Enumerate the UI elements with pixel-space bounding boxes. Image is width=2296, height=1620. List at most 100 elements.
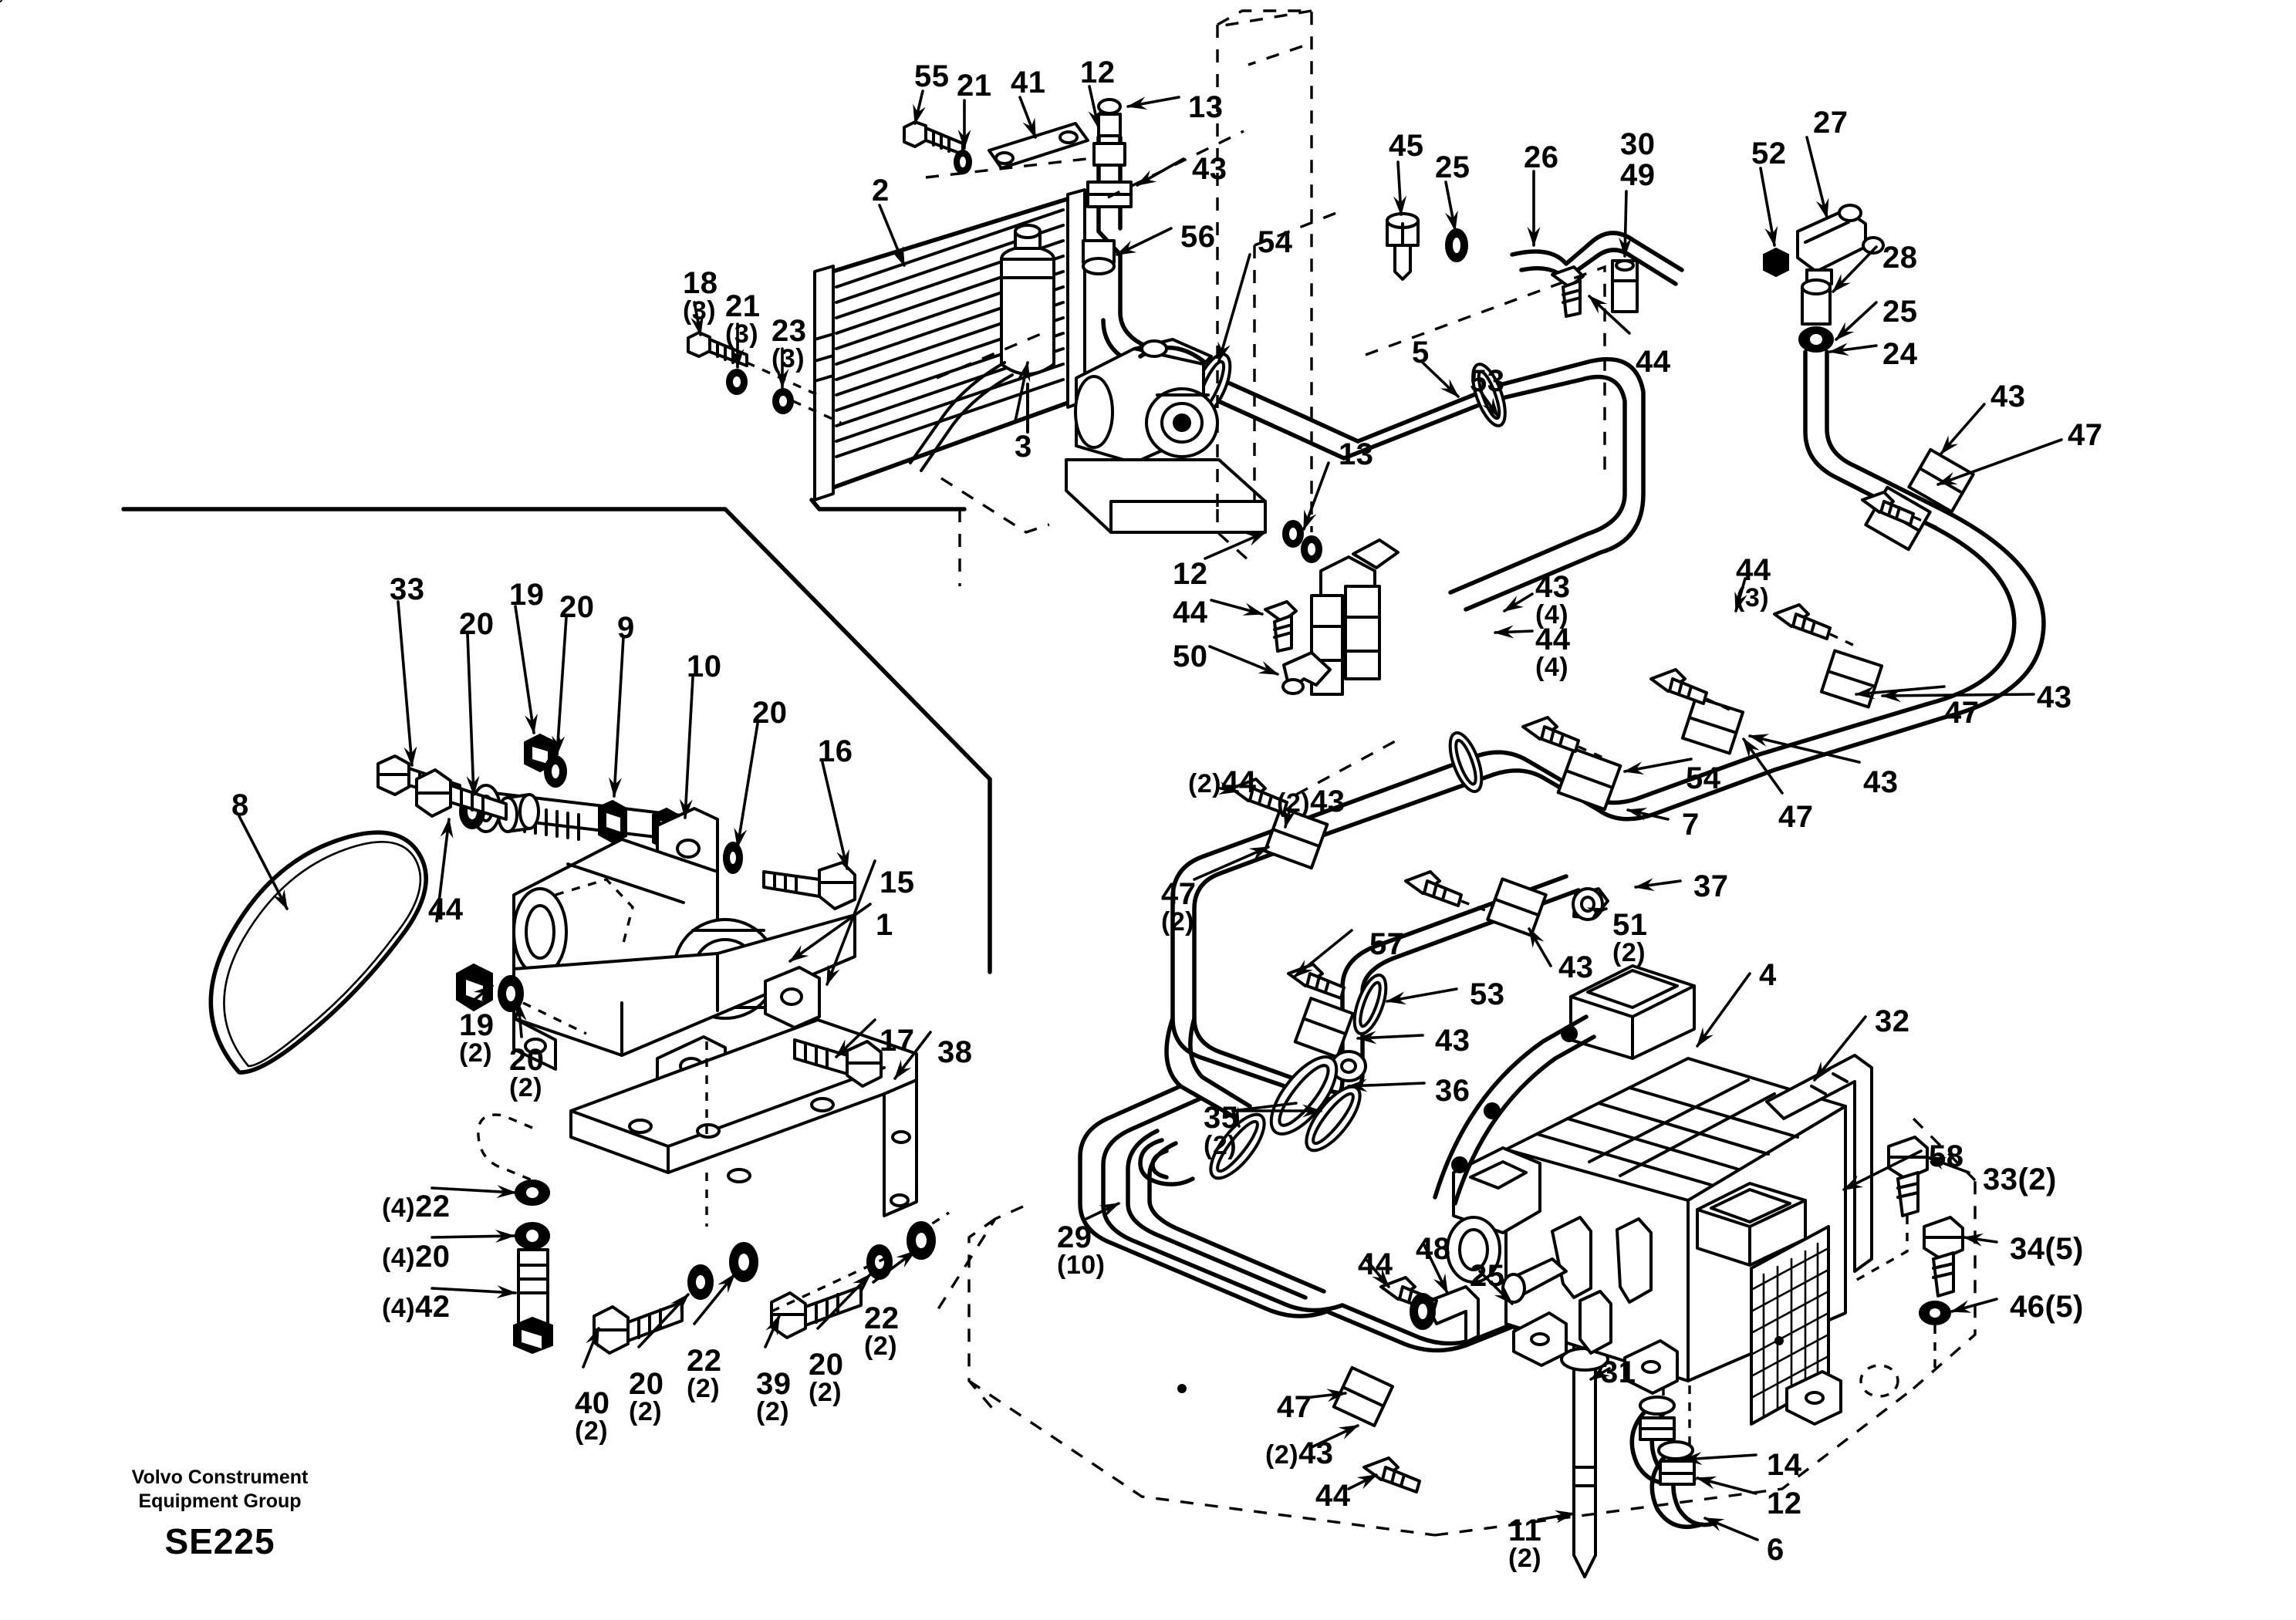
callout-quantity: (2) [1612, 938, 1646, 968]
callout-number: 43 [1863, 765, 1899, 799]
callout-1: 1 [876, 910, 893, 940]
callout-quantity: (2) [864, 1331, 898, 1362]
callout-number: 50 [1173, 640, 1208, 673]
callout-44: 44 [1173, 597, 1208, 628]
callout-number: 41 [1011, 66, 1046, 100]
callout-number: 3 [1015, 430, 1032, 464]
callout-44: (2)44 [1188, 767, 1257, 798]
callout-47: 47 [1944, 696, 1980, 730]
callout-prefix: (4) [382, 1193, 416, 1223]
callout-number: 48 [1416, 1232, 1451, 1266]
callout-54: 54 [1258, 227, 1293, 258]
callout-number: 43 [1558, 950, 1594, 984]
callout-22: 22(2) [864, 1301, 900, 1362]
callout-number: 28 [1882, 241, 1918, 275]
callout-number: 47 [1944, 696, 1980, 730]
callout-number: 9 [617, 611, 635, 645]
callout-number: 51 [1612, 908, 1648, 942]
callout-number: 20 [509, 1043, 545, 1077]
callout-number: 22 [864, 1301, 900, 1335]
callout-prefix: (2) [1265, 1440, 1299, 1470]
callout-number: 35 [1204, 1101, 1239, 1135]
callout-quantity: (3) [772, 344, 805, 374]
callout-44: 44 [1636, 346, 1671, 377]
callout-number: 43 [2037, 680, 2072, 714]
callout-quantity: (3) [683, 296, 717, 326]
callout-quantity: (2) [459, 1038, 493, 1068]
callout-number: 11 [1508, 1514, 1542, 1547]
callout-number: 38 [937, 1035, 973, 1069]
callout-13: 13 [1188, 92, 1224, 123]
callout-number: 32 [1875, 1004, 1910, 1038]
callout-13: 13 [1339, 439, 1374, 470]
callout-12: 12 [1173, 559, 1208, 589]
callout-prefix: (4) [382, 1294, 416, 1323]
callout-21: 21 [957, 70, 992, 101]
callout-number: 54 [1686, 761, 1721, 795]
callout-number: 20 [459, 607, 495, 641]
compressor-mount-assembly [0, 0, 950, 1355]
callout-number: 24 [1882, 337, 1918, 371]
callout-quantity: (2) [629, 1397, 663, 1427]
callout-43: 43 [1558, 950, 1594, 984]
callout-58: 58 [1929, 1141, 1964, 1172]
callout-quantity: (3) [725, 319, 759, 349]
callout-number: 5 [1412, 336, 1430, 370]
callout-number: 44 [1736, 553, 1771, 587]
callout-50: 50 [1173, 640, 1208, 673]
callout-44: 44 [1358, 1249, 1393, 1280]
callout-number: 7 [1682, 808, 1700, 842]
evaporator-unit [1410, 964, 1964, 1426]
callout-number: 34(5) [2010, 1232, 2084, 1266]
callout-number: 21 [725, 289, 761, 323]
callout-quantity: (2) [1161, 907, 1195, 937]
callout-number: 47 [1778, 800, 1814, 834]
callout-number: 1 [876, 908, 893, 942]
callout-number: 44 [428, 893, 464, 926]
callout-20: 20(2) [809, 1349, 844, 1406]
callout-7: 7 [1682, 808, 1700, 842]
callout-number: 33(2) [1983, 1163, 2057, 1196]
callout-4: 4 [1759, 960, 1777, 991]
callout-39: 39(2) [756, 1369, 792, 1426]
callout-20: 20(2) [629, 1369, 664, 1426]
callout-36: 36 [1435, 1075, 1470, 1106]
callout-57: 57 [1369, 927, 1405, 961]
callout-number: 56 [1180, 220, 1216, 254]
drawing-code: SE225 [164, 1521, 275, 1561]
callout-number: 40 [575, 1386, 610, 1420]
callout-345: 34(5) [2010, 1234, 2084, 1264]
callout-48: 48 [1416, 1234, 1451, 1264]
callout-number: 20 [629, 1367, 664, 1401]
callout-5: 5 [1412, 336, 1430, 370]
callout-28: 28 [1882, 241, 1918, 275]
callout-55: 55 [914, 61, 950, 92]
callout-number: 43 [1535, 570, 1571, 604]
callout-number: 20 [559, 590, 595, 624]
callout-number: 43 [1310, 785, 1346, 818]
callout-number: 12 [1173, 557, 1208, 591]
callout-43: 43 [1192, 154, 1227, 184]
callout-number: 29 [1057, 1220, 1092, 1254]
callout-number: 44 [1535, 623, 1571, 656]
callout-45: 45 [1389, 130, 1424, 161]
callout-prefix: (2) [1277, 788, 1311, 818]
callout-11: 11(2) [1508, 1514, 1542, 1572]
callout-2: 2 [872, 175, 890, 206]
callout-42: (4)42 [382, 1291, 451, 1323]
callout-number: 47 [1277, 1390, 1312, 1424]
callout-number: 57 [1369, 927, 1405, 961]
callout-332: 33(2) [1983, 1163, 2057, 1196]
callout-43: 43 [1990, 381, 2026, 412]
callout-number: 20 [415, 1240, 451, 1274]
callout-number: 49 [1620, 158, 1656, 192]
callout-25: 25 [1882, 296, 1918, 327]
callout-19: 19(2) [459, 1010, 495, 1068]
callout-number: 46(5) [2010, 1290, 2084, 1324]
callout-3: 3 [1015, 430, 1032, 464]
callout-number: 23 [772, 314, 807, 348]
callout-number: 4 [1759, 958, 1777, 992]
callout-22: 22(2) [687, 1345, 722, 1402]
callout-number: 12 [1767, 1487, 1802, 1520]
callout-20: 20 [459, 609, 495, 640]
